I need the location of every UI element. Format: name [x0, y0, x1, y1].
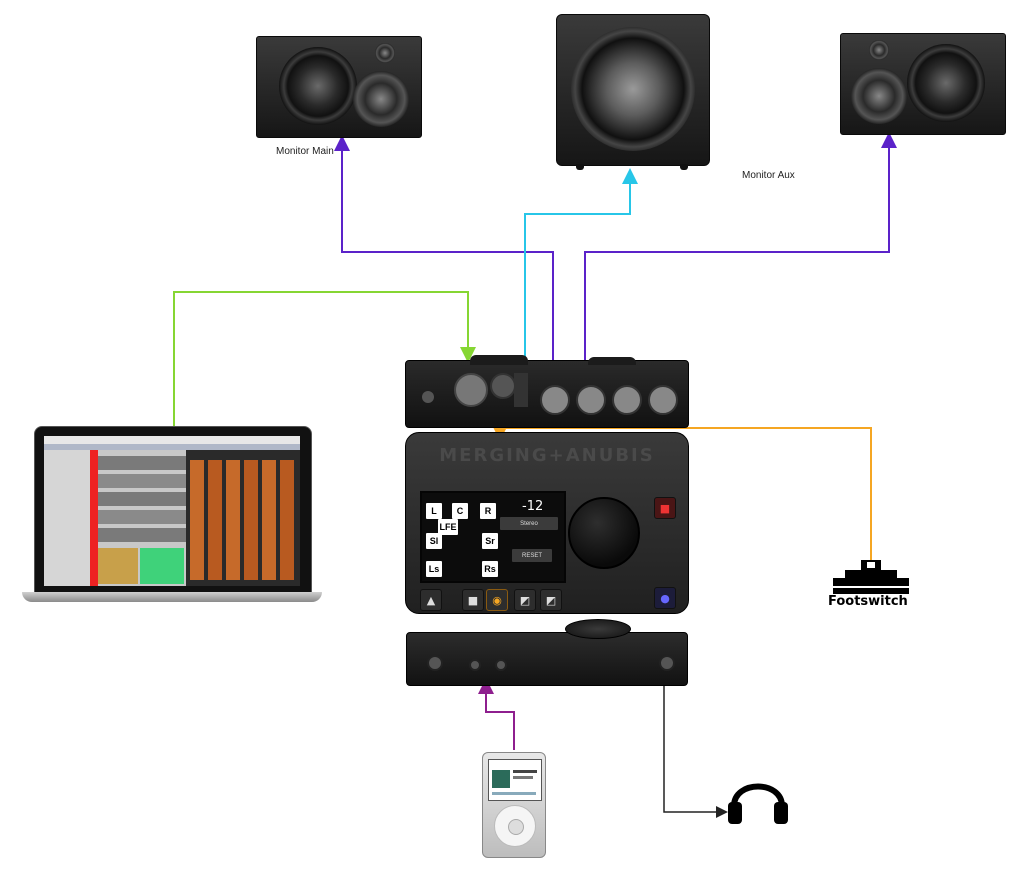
channel-sr[interactable]: Sr — [482, 533, 498, 549]
talkback-button[interactable]: ● — [654, 587, 676, 609]
channel-l[interactable]: L — [426, 503, 442, 519]
headphone-jack-right[interactable] — [659, 655, 675, 671]
headphones-icon — [728, 783, 788, 824]
mode-selector[interactable]: Stereo — [500, 517, 558, 530]
ipod-icon — [482, 752, 546, 858]
channel-c[interactable]: C — [452, 503, 468, 519]
subwoofer-icon — [571, 27, 695, 151]
subwoofer — [556, 14, 710, 166]
headphone-b-button[interactable]: ◩ — [540, 589, 562, 611]
line-from-footswitch — [492, 425, 872, 566]
headphone-extension-box — [406, 619, 688, 686]
channel-lfe[interactable]: LFE — [438, 519, 458, 535]
ipod-click-wheel[interactable] — [494, 805, 536, 847]
ipod-screen — [488, 759, 542, 801]
channel-ls[interactable]: Ls — [426, 561, 442, 577]
mute-button[interactable]: ■ — [654, 497, 676, 519]
daw-screen — [44, 436, 300, 586]
extension-knob[interactable] — [565, 619, 631, 639]
anubis-main-unit: MERGING+ANUBIS L C R LFE Sl Sr Ls Rs -12… — [405, 432, 689, 614]
tweeter-small — [869, 40, 889, 60]
monitor-main-speaker — [256, 36, 422, 138]
level-readout: -12 — [522, 499, 544, 514]
headphone-a-button[interactable]: ◩ — [514, 589, 536, 611]
laptop-base — [22, 592, 322, 602]
anubis-brand: MERGING+ANUBIS — [439, 445, 655, 466]
laptop-icon — [22, 426, 322, 606]
anubis-touchscreen[interactable]: L C R LFE Sl Sr Ls Rs -12 Stereo RESET — [420, 491, 566, 583]
anubis-rear-panel — [405, 355, 689, 428]
line-input-jack-2[interactable] — [495, 659, 507, 671]
footswitch-label: Footswitch — [828, 594, 908, 609]
channel-r[interactable]: R — [480, 503, 496, 519]
line-to-subwoofer — [524, 168, 638, 368]
ipod-center-button[interactable] — [508, 819, 524, 835]
tweeter — [851, 68, 907, 124]
line-to-headphones — [663, 676, 728, 818]
subwoofer-foot — [680, 164, 688, 170]
line-to-monitor-aux — [584, 132, 897, 368]
tweeter — [353, 71, 409, 127]
volume-knob[interactable] — [568, 497, 640, 569]
line-from-laptop — [173, 291, 476, 428]
home-button[interactable]: ▲ — [420, 589, 442, 611]
channel-rs[interactable]: Rs — [482, 561, 498, 577]
footswitch-icon — [833, 560, 909, 594]
line-from-ipod — [478, 678, 515, 750]
line-to-monitor-main — [334, 135, 554, 368]
channel-sl[interactable]: Sl — [426, 533, 442, 549]
speaker-icon — [907, 44, 985, 122]
monitor-aux-speaker — [840, 33, 1006, 135]
reset-button[interactable]: RESET — [512, 549, 552, 562]
tweeter-small — [375, 43, 395, 63]
speaker-icon — [279, 47, 357, 125]
monitor-aux-label: Monitor Aux — [742, 170, 795, 181]
monitor-aux-button[interactable]: ◉ — [486, 589, 508, 611]
subwoofer-foot — [576, 164, 584, 170]
monitor-main-label: Monitor Main — [276, 146, 334, 157]
headphone-jack-left[interactable] — [427, 655, 443, 671]
line-input-jack-1[interactable] — [469, 659, 481, 671]
speaker-set-button[interactable]: ■ — [462, 589, 484, 611]
